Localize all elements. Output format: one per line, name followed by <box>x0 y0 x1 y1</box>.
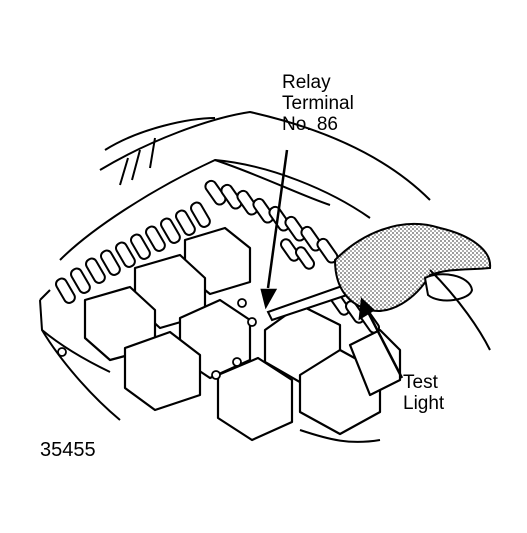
fuse-row-back <box>204 179 339 264</box>
relay-terminal-line-2: Terminal <box>282 93 354 114</box>
hand <box>333 223 492 351</box>
test-light-line-2: Light <box>403 393 445 414</box>
leader-arrows <box>260 149 404 379</box>
connector-holes <box>57 298 257 380</box>
test-light-line-1: Test <box>403 372 438 393</box>
relay-terminal-line-3: No. 86 <box>282 114 338 135</box>
figure-number: 35455 <box>40 439 96 461</box>
relay-terminal-label: Relay Terminal No. 86 <box>282 72 354 135</box>
relay-blocks <box>83 226 402 442</box>
fuse-row-left <box>55 201 211 304</box>
relay-terminal-line-1: Relay <box>282 72 331 93</box>
panel-outline <box>39 110 431 443</box>
test-light-label: Test Light <box>403 372 444 414</box>
